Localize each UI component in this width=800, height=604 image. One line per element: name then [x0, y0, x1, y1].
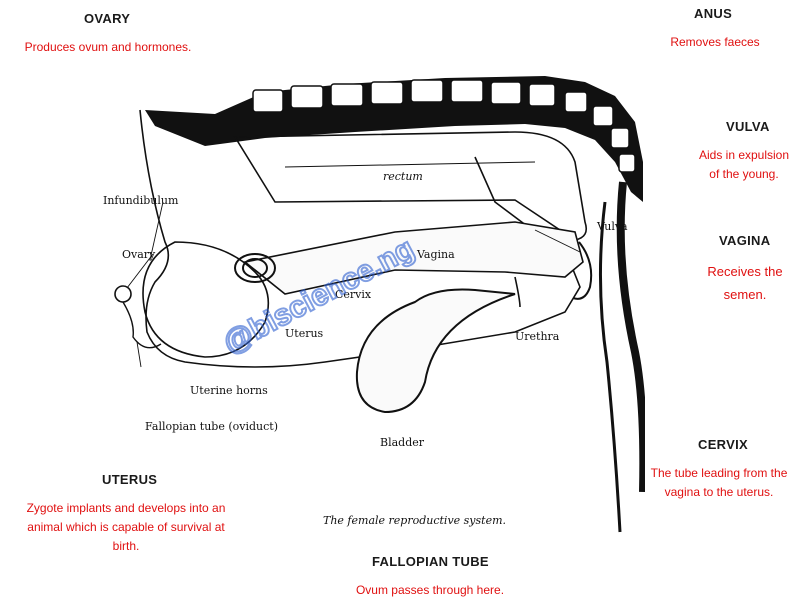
reproductive-system-diagram: Infundibulum Ovary Uterus Cervix Vagina … — [103, 76, 645, 533]
vulva-heading: VULVA — [726, 119, 770, 134]
vagina-description-line: semen. — [723, 287, 767, 302]
infundibulum-label: Infundibulum — [103, 194, 179, 207]
tail — [616, 181, 645, 493]
uterus-description: Zygote implants and develops into an ani… — [14, 499, 238, 556]
cervix-label: Cervix — [335, 288, 372, 301]
cervix-description: The tube leading from the vagina to the … — [640, 464, 798, 502]
fallopian-tube-description: Ovum passes through here. — [355, 583, 505, 597]
urethra-shape — [514, 276, 521, 308]
rectum-label: rectum — [383, 170, 423, 183]
fallopian-tube-heading: FALLOPIAN TUBE — [372, 554, 489, 569]
cervix-rings — [234, 253, 276, 283]
fallopian-tube-shape — [122, 301, 162, 349]
cervix-description-line: The tube leading from the — [650, 466, 788, 480]
uterine-horns-label: Uterine horns — [190, 384, 268, 397]
vulva-description-line: Aids in expulsion — [698, 148, 790, 162]
rectum — [233, 131, 588, 241]
bladder-label: Bladder — [380, 436, 425, 449]
body-outline — [139, 109, 581, 368]
anus-description: Removes faeces — [670, 35, 760, 49]
ovary-description: Produces ovum and hormones. — [24, 40, 192, 54]
fallopian-tube-label: Fallopian tube (oviduct) — [145, 420, 278, 433]
ovary-shape — [114, 285, 132, 303]
urethra-label: Urethra — [515, 330, 560, 343]
vulva-description-line: of the young. — [709, 167, 779, 181]
uterus-heading: UTERUS — [102, 472, 158, 487]
uterine-horns — [142, 241, 270, 358]
diagram-caption: The female reproductive system. — [323, 514, 506, 527]
cervix-heading: CERVIX — [698, 437, 748, 452]
vagina-description: Receives the semen. — [695, 260, 795, 306]
vagina-heading: VAGINA — [719, 233, 771, 248]
cervix-description-line: vagina to the uterus. — [664, 485, 774, 499]
vulva-shape — [572, 241, 593, 300]
ovary-heading: OVARY — [84, 11, 131, 26]
vagina-description-line: Receives the — [707, 264, 783, 279]
vulva-label: Vulva — [596, 220, 628, 233]
vulva-description: Aids in expulsion of the young. — [690, 146, 798, 184]
uterus-description-line: animal which is capable of survival at — [27, 520, 225, 534]
ovary-label: Ovary — [122, 248, 156, 261]
uterus-description-line: birth. — [112, 539, 140, 553]
vertebrae — [252, 79, 636, 173]
anus-heading: ANUS — [694, 6, 733, 21]
vagina-label: Vagina — [416, 248, 455, 261]
bladder-shape — [355, 288, 516, 414]
uterus-label: Uterus — [285, 327, 324, 340]
vagina-tube — [243, 221, 584, 295]
uterus-description-line: Zygote implants and develops into an — [26, 501, 226, 515]
